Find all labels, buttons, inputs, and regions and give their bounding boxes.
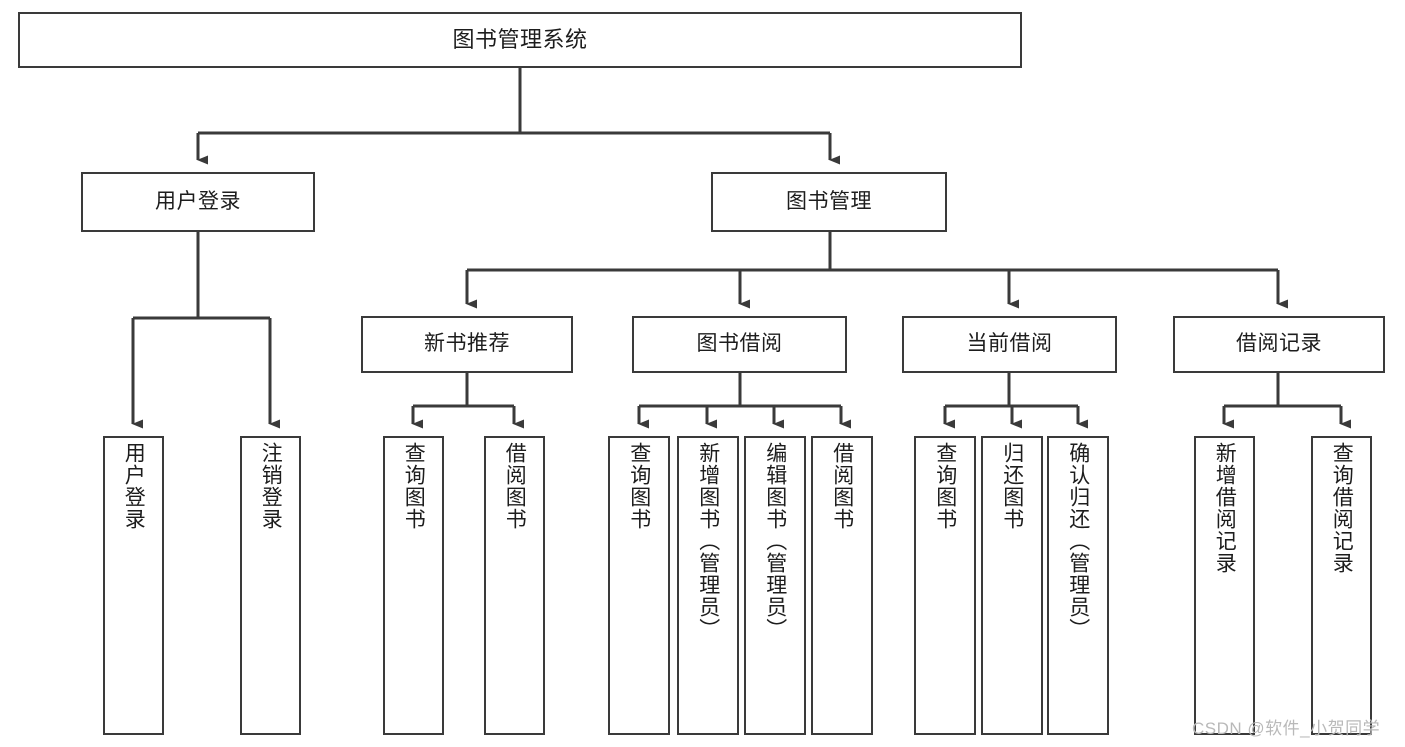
node-book-management[interactable]: 图书管理 [711,172,947,232]
leaf-label: 归还图书 [1000,442,1024,530]
leaf-label: 新增借阅记录 [1213,442,1237,574]
leaf-query-book-borrow[interactable]: 查询图书 [608,436,670,735]
csdn-watermark: CSDN @软件_小贺同学 [1192,719,1381,738]
leaf-label: 确认归还（管理员） [1066,442,1090,640]
leaf-label: 新增图书（管理员） [696,442,720,640]
leaf-add-borrow-record[interactable]: 新增借阅记录 [1194,436,1255,735]
leaf-borrow-book[interactable]: 借阅图书 [811,436,873,735]
node-root-library-system[interactable]: 图书管理系统 [18,12,1022,68]
node-label: 图书管理系统 [452,27,588,53]
node-book-borrow[interactable]: 图书借阅 [632,316,847,373]
leaf-query-book-current[interactable]: 查询图书 [914,436,976,735]
node-user-login[interactable]: 用户登录 [81,172,315,232]
node-label: 用户登录 [155,189,241,213]
leaf-confirm-return-admin[interactable]: 确认归还（管理员） [1047,436,1109,735]
leaf-return-book[interactable]: 归还图书 [981,436,1043,735]
node-current-borrow[interactable]: 当前借阅 [902,316,1117,373]
node-label: 图书管理 [786,189,872,213]
node-label: 新书推荐 [424,332,510,356]
leaf-label: 查询图书 [627,442,651,530]
leaf-label: 查询图书 [933,442,957,530]
node-borrow-record[interactable]: 借阅记录 [1173,316,1385,373]
leaf-label: 借阅图书 [830,442,854,530]
leaf-label: 编辑图书（管理员） [763,442,787,640]
leaf-add-book-admin[interactable]: 新增图书（管理员） [677,436,739,735]
leaf-label: 用户登录 [122,442,146,530]
leaf-edit-book-admin[interactable]: 编辑图书（管理员） [744,436,806,735]
leaf-query-book-recommend[interactable]: 查询图书 [383,436,444,735]
leaf-user-login[interactable]: 用户登录 [103,436,164,735]
node-label: 借阅记录 [1236,332,1322,356]
leaf-query-borrow-record[interactable]: 查询借阅记录 [1311,436,1372,735]
leaf-label: 借阅图书 [503,442,527,530]
node-new-book-recommend[interactable]: 新书推荐 [361,316,573,373]
leaf-label: 查询图书 [402,442,426,530]
node-label: 当前借阅 [966,332,1053,356]
node-label: 图书借阅 [696,332,783,356]
leaf-borrow-book-recommend[interactable]: 借阅图书 [484,436,545,735]
leaf-user-logout[interactable]: 注销登录 [240,436,301,735]
leaf-label: 查询借阅记录 [1330,442,1354,574]
leaf-label: 注销登录 [259,442,283,530]
